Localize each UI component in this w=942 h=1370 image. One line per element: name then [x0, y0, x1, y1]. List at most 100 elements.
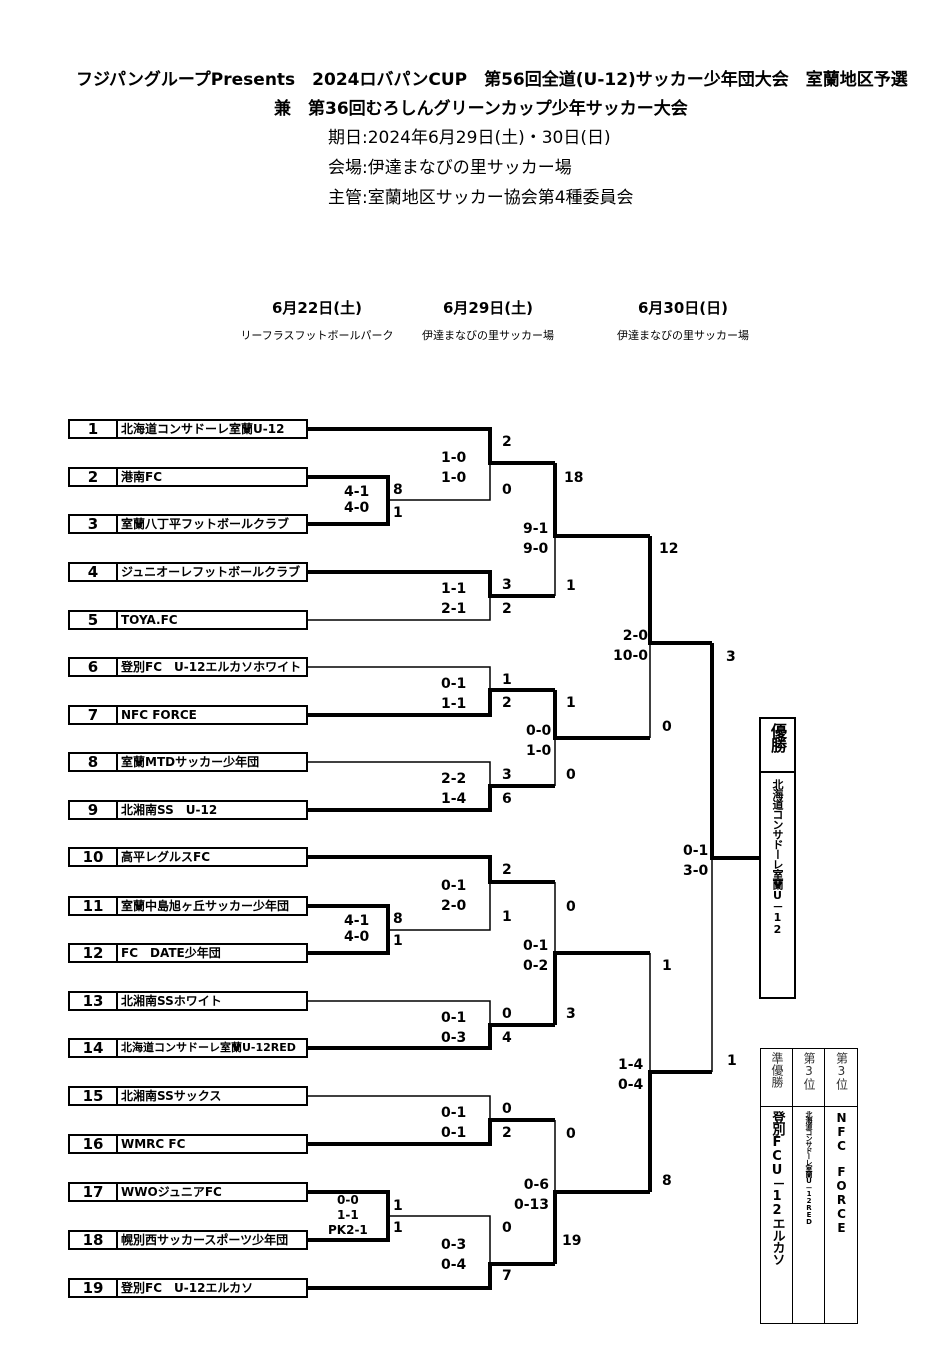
event-dates: 期日:2024年6月29日(土)・30日(日)	[328, 128, 611, 148]
r2-m6-halves: 0-1 0-3	[441, 1010, 467, 1046]
team-number: 6	[70, 659, 118, 675]
qf-m1-score-a: 18	[564, 470, 584, 486]
team-name: 登別FC U-12エルカソホワイト	[121, 660, 302, 674]
team-number: 15	[70, 1088, 118, 1104]
qf-m3-score-a: 0	[566, 899, 576, 915]
qf-m3-halves: 0-1 0-2	[523, 938, 549, 974]
r2-m7-halves: 0-1 0-1	[441, 1105, 467, 1141]
team-name: WMRC FC	[121, 1137, 186, 1151]
team-number: 9	[70, 802, 118, 818]
r2-m8-score-b: 7	[502, 1268, 512, 1284]
team-name: 港南FC	[121, 470, 163, 484]
third-place-label-1: 第3位	[793, 1049, 824, 1107]
team-number: 18	[70, 1232, 118, 1248]
title-line-2: 兼 第36回むろしんグリーンカップ少年サッカー大会	[274, 99, 688, 119]
round-2-venue: 伊達まなびの里サッカー場	[422, 329, 554, 342]
runner-up-label: 準優勝	[761, 1049, 792, 1107]
team-name: FC DATE少年団	[121, 946, 221, 960]
r2-m1-halves: 1-0 1-0	[441, 450, 467, 486]
third-place-column-1: 第3位 北海道コンサドーレ室蘭U－12RED	[793, 1049, 825, 1323]
third-place-column-2: 第3位 NFC FORCE	[825, 1049, 857, 1323]
runner-up-name: 登別FCU－12エルカソ	[769, 1111, 785, 1265]
round-3-date: 6月30日(日)	[637, 299, 729, 317]
qf-m2-score-a: 1	[566, 695, 576, 711]
r2-m2-score-b: 2	[502, 601, 512, 617]
team-name: ジュニオーレフットボールクラブ	[121, 565, 301, 579]
team-number: 12	[70, 945, 118, 961]
sf-m2-score-a: 1	[662, 958, 672, 974]
team-name: 登別FC U-12エルカソ	[121, 1281, 254, 1295]
r2-m8-halves: 0-3 0-4	[441, 1237, 467, 1273]
team-name: 北海道コンサドーレ室蘭U-12	[121, 422, 285, 436]
sf-m2-score-b: 8	[662, 1173, 672, 1189]
r2-m3-halves: 0-1 1-1	[441, 676, 467, 712]
team-name: TOYA.FC	[121, 613, 178, 627]
round-3-venue: 伊達まなびの里サッカー場	[617, 329, 749, 342]
r2-m2-halves: 1-1 2-1	[441, 581, 467, 617]
r2-m1-score-a: 2	[502, 434, 512, 450]
team-number: 11	[70, 898, 118, 914]
match-11-12-score-b: 1	[393, 933, 403, 949]
event-organizer: 主管:室蘭地区サッカー協会第4種委員会	[328, 188, 634, 208]
match-11-12-score-a: 8	[393, 911, 403, 927]
match-2-3-score-a: 8	[393, 482, 403, 498]
team-number: 16	[70, 1136, 118, 1152]
third-place-label-2: 第3位	[825, 1049, 857, 1107]
qf-m3-score-b: 3	[566, 1006, 576, 1022]
team-number: 2	[70, 469, 118, 485]
team-number: 8	[70, 754, 118, 770]
match-17-18-score-a: 1	[393, 1198, 403, 1214]
r2-m8-score-a: 0	[502, 1220, 512, 1236]
r2-m6-score-a: 0	[502, 1006, 512, 1022]
r2-m1-score-b: 0	[502, 482, 512, 498]
qf-m2-score-b: 0	[566, 767, 576, 783]
champion-header: 優勝	[761, 719, 794, 773]
r2-m5-halves: 0-1 2-0	[441, 878, 467, 914]
team-number: 13	[70, 993, 118, 1009]
third-place-name-2: NFC FORCE	[834, 1111, 849, 1235]
final-score-a: 3	[726, 649, 736, 665]
qf-m4-halves: 0-6 0-13	[514, 1177, 550, 1213]
champion-name: 北海道コンサドーレ室蘭U－12	[771, 779, 784, 935]
team-name: 室蘭中島旭ヶ丘サッカー少年団	[121, 899, 290, 913]
match-11-12-halves: 4-1 4-0	[344, 913, 370, 945]
qf-m2-halves: 0-0 1-0	[526, 723, 552, 759]
match-2-3-halves: 4-1 4-0	[344, 484, 370, 516]
team-name: 北湘南SSサックス	[121, 1089, 222, 1103]
team-number: 17	[70, 1184, 118, 1200]
r2-m3-score-b: 2	[502, 695, 512, 711]
qf-m1-halves: 9-1 9-0	[523, 521, 549, 557]
champion-box: 優勝 北海道コンサドーレ室蘭U－12	[759, 717, 796, 999]
team-name: 幌別西サッカースポーツ少年団	[121, 1233, 289, 1247]
team-name: NFC FORCE	[121, 708, 197, 722]
third-place-name-1: 北海道コンサドーレ室蘭U－12RED	[805, 1111, 813, 1225]
r2-m6-score-b: 4	[502, 1030, 512, 1046]
r2-m4-score-b: 6	[502, 791, 512, 807]
sf-m1-score-b: 0	[662, 719, 672, 735]
final-score-b: 1	[727, 1053, 737, 1069]
r2-m2-score-a: 3	[502, 577, 512, 593]
team-name: 高平レグルスFC	[121, 850, 211, 864]
match-17-18-halves: 0-0 1-1 PK2-1	[328, 1193, 368, 1237]
team-number: 10	[70, 849, 118, 865]
qf-m1-score-b: 1	[566, 578, 576, 594]
team-number: 1	[70, 421, 118, 437]
r2-m5-score-a: 2	[502, 862, 512, 878]
